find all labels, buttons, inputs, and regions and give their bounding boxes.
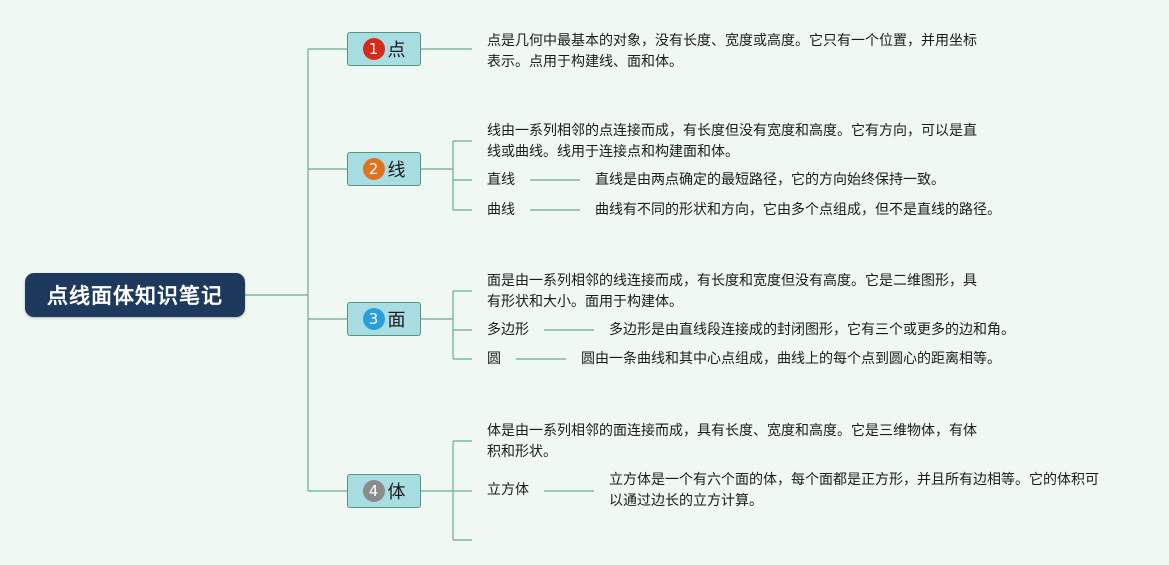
subtopic-detail: 圆由一条曲线和其中心点组成，曲线上的每个点到圆心的距离相等。 bbox=[581, 351, 1001, 367]
subtopic-detail: 直线是由两点确定的最短路径，它的方向始终保持一致。 bbox=[595, 172, 945, 188]
subtopic-label-cube[interactable]: 立方体 bbox=[487, 482, 529, 498]
subtopic-detail: 曲线有不同的形状和方向，它由多个点组成，但不是直线的路径。 bbox=[595, 202, 1001, 218]
number-badge-3: 3 bbox=[362, 308, 385, 330]
topic-label: 体 bbox=[387, 482, 406, 503]
topic-label: 点 bbox=[387, 40, 406, 61]
topic-description: 点是几何中最基本的对象，没有长度、宽度或高度。它只有一个位置，并用坐标表示。点用… bbox=[487, 33, 977, 70]
subtopic-detail: 多边形是由直线段连接成的封闭图形，它有三个或更多的边和角。 bbox=[609, 322, 1015, 338]
subtopic-label-curve[interactable]: 曲线 bbox=[487, 202, 515, 218]
subtopic-label-circle[interactable]: 圆 bbox=[487, 351, 501, 367]
subtopic-detail: 立方体是一个有六个面的体，每个面都是正方形，并且所有边相等。它的体积可以通过边长… bbox=[609, 472, 1099, 509]
topic-description: 体是由一系列相邻的面连接而成，具有长度、宽度和高度。它是三维物体，有体积和形状。 bbox=[487, 423, 977, 460]
subtopic-label-polygon[interactable]: 多边形 bbox=[487, 322, 529, 338]
topic-description: 面是由一系列相邻的线连接而成，有长度和宽度但没有高度。它是二维图形，具有形状和大… bbox=[487, 273, 977, 310]
topic-label: 线 bbox=[387, 160, 406, 181]
root-node[interactable]: 点线面体知识笔记 bbox=[25, 273, 245, 317]
number-badge-1: 1 bbox=[362, 38, 385, 60]
subtopic-label-straight-line[interactable]: 直线 bbox=[487, 172, 515, 188]
topic-label: 面 bbox=[387, 310, 406, 331]
number-badge-2: 2 bbox=[362, 158, 385, 180]
topic-description: 线由一系列相邻的点连接而成，有长度但没有宽度和高度。它有方向，可以是直线或曲线。… bbox=[487, 123, 977, 160]
number-badge-4: 4 bbox=[362, 480, 385, 502]
